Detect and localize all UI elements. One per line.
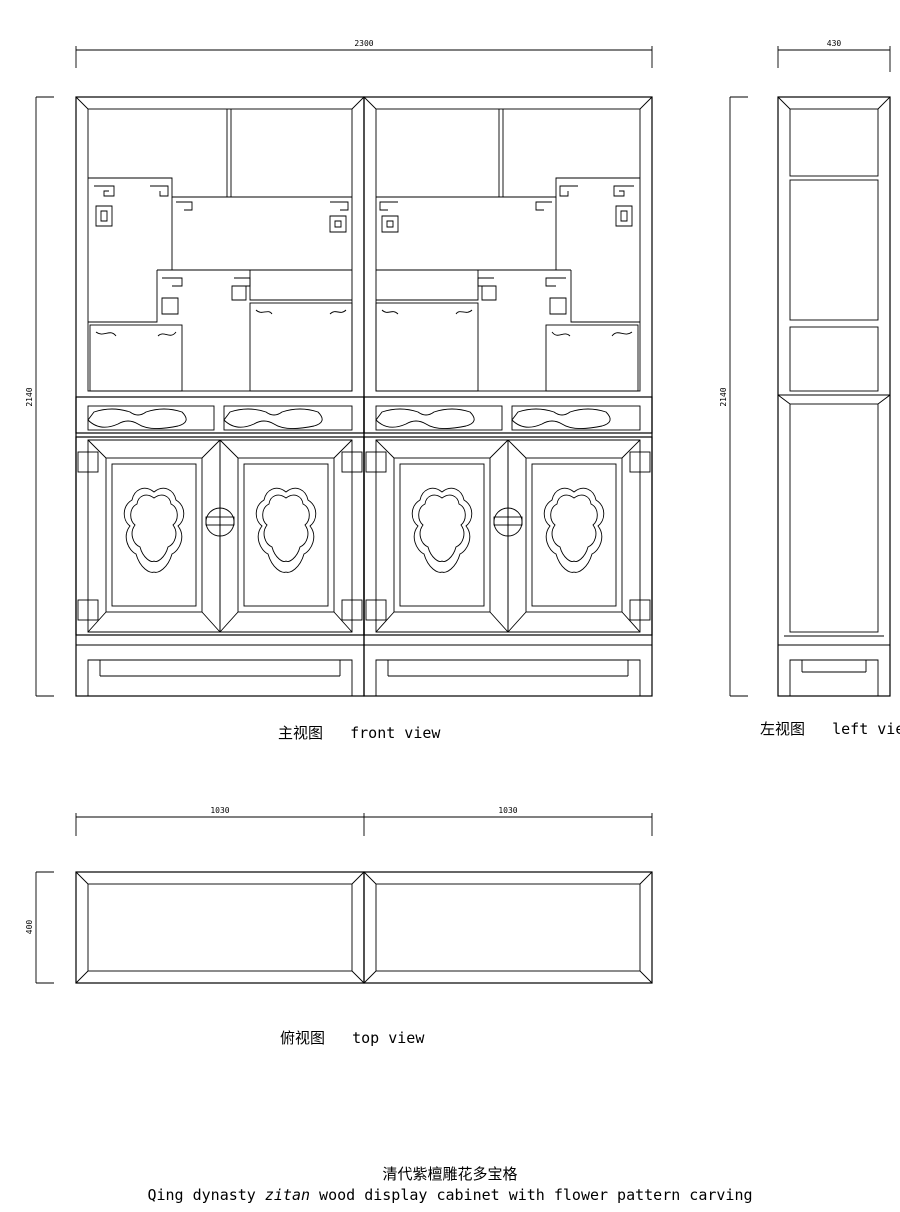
left-view-caption: 左视图 left view [760,718,900,739]
drawing-title-cn: 清代紫檀雕花多宝格 [382,1165,518,1183]
front-cabinet-left [75,96,365,697]
left-view: 430 2140 [719,39,891,697]
front-view-caption: 主视图 front view [278,722,440,743]
title-en-italic: zitan [264,1186,311,1204]
front-width-label: 2300 [354,39,373,48]
front-width-dimension: 2300 [75,39,653,68]
top-view: 1030 1030 400 [25,806,653,984]
top-left-half-label: 1030 [210,806,229,815]
top-width-dimension: 1030 1030 [75,806,653,836]
front-height-label: 2140 [25,387,34,406]
left-height-label: 2140 [719,387,728,406]
top-depth-label: 400 [25,920,34,935]
top-caption-en: top view [352,1029,425,1047]
left-depth-label: 430 [827,39,842,48]
front-height-dimension: 2140 [25,96,54,697]
front-caption-en: front view [350,724,441,742]
front-view: 2300 2140 [25,39,653,697]
top-right-half-label: 1030 [498,806,517,815]
drawing-title-en: Qing dynasty zitan wood display cabinet … [0,1186,900,1204]
front-caption-cn: 主视图 [278,724,324,742]
title-en-prefix: Qing dynasty [147,1186,265,1204]
top-caption-cn: 俯视图 [280,1029,326,1047]
left-caption-cn: 左视图 [760,720,806,738]
top-view-caption: 俯视图 top view [280,1027,424,1048]
title-en-suffix: wood display cabinet with flower pattern… [310,1186,753,1204]
left-depth-dimension: 430 [777,39,891,72]
top-depth-dimension: 400 [25,871,54,984]
front-cabinet-right [363,96,653,697]
left-caption-en: left view [832,720,900,738]
left-height-dimension: 2140 [719,96,748,697]
